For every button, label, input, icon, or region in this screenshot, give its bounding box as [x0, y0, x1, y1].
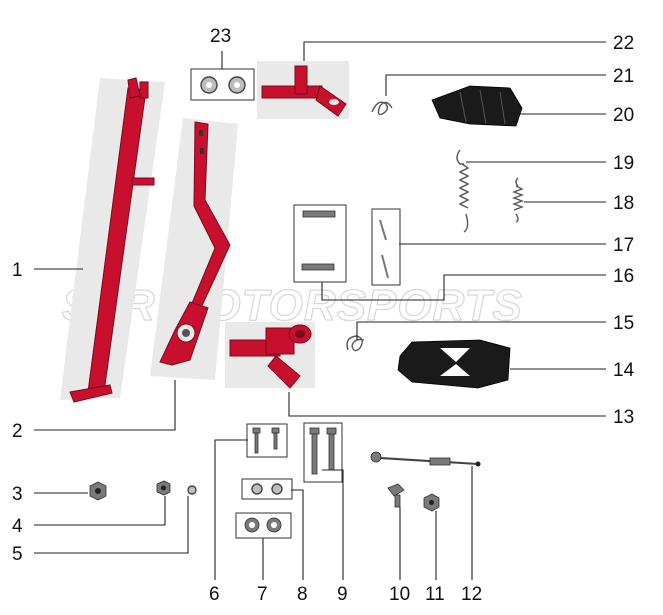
callout-16: 16 [613, 266, 634, 287]
part-15-spring-clip [346, 335, 365, 352]
part-20-footpeg [431, 85, 523, 127]
part-23-washers [190, 68, 255, 101]
callout-22: 22 [613, 33, 634, 54]
part-4-nut [156, 480, 171, 496]
part-2-brake-pedal [150, 118, 238, 380]
callout-10: 10 [389, 584, 410, 605]
callout-2: 2 [12, 421, 23, 442]
callout-6: 6 [209, 584, 220, 605]
callout-7: 7 [257, 584, 268, 605]
callout-3: 3 [12, 484, 23, 505]
part-1-kickstand [60, 77, 165, 403]
part-7-nuts [235, 512, 292, 539]
callout-19: 19 [613, 153, 634, 174]
callout-18: 18 [613, 193, 634, 214]
part-14-footpeg [397, 339, 511, 389]
callout-8: 8 [297, 584, 308, 605]
callout-23: 23 [210, 26, 231, 47]
callout-11: 11 [425, 584, 445, 605]
part-16-pins [293, 204, 347, 283]
callout-5: 5 [12, 544, 23, 565]
part-3-nut [89, 481, 107, 501]
callout-12: 12 [461, 584, 482, 605]
part-8-washers [241, 478, 293, 500]
part-10-bolt [387, 483, 405, 508]
part-17-cotter-pins [371, 208, 401, 286]
part-11-nut [423, 493, 440, 512]
part-9-bolts [303, 422, 343, 483]
part-21-spring-clip [371, 101, 393, 116]
part-19-return-spring [456, 149, 470, 233]
callout-numbers: 1 2 3 4 5 6 7 8 9 10 11 12 13 14 15 16 1… [12, 26, 635, 605]
callout-14: 14 [613, 360, 635, 381]
part-13-mount [225, 322, 315, 389]
part-5-washer [187, 485, 197, 495]
part-22-bracket [257, 61, 349, 119]
callout-17: 17 [613, 235, 634, 256]
callout-20: 20 [613, 105, 634, 126]
callout-13: 13 [613, 407, 634, 428]
callout-1: 1 [12, 260, 23, 281]
part-18-spring [512, 177, 524, 223]
callout-9: 9 [337, 584, 348, 605]
part-6-bolts [246, 423, 288, 458]
callout-21: 21 [613, 66, 634, 87]
part-12-brake-rod [370, 451, 481, 467]
callout-15: 15 [613, 313, 634, 334]
callout-4: 4 [12, 516, 23, 537]
leader-lines [34, 41, 606, 580]
